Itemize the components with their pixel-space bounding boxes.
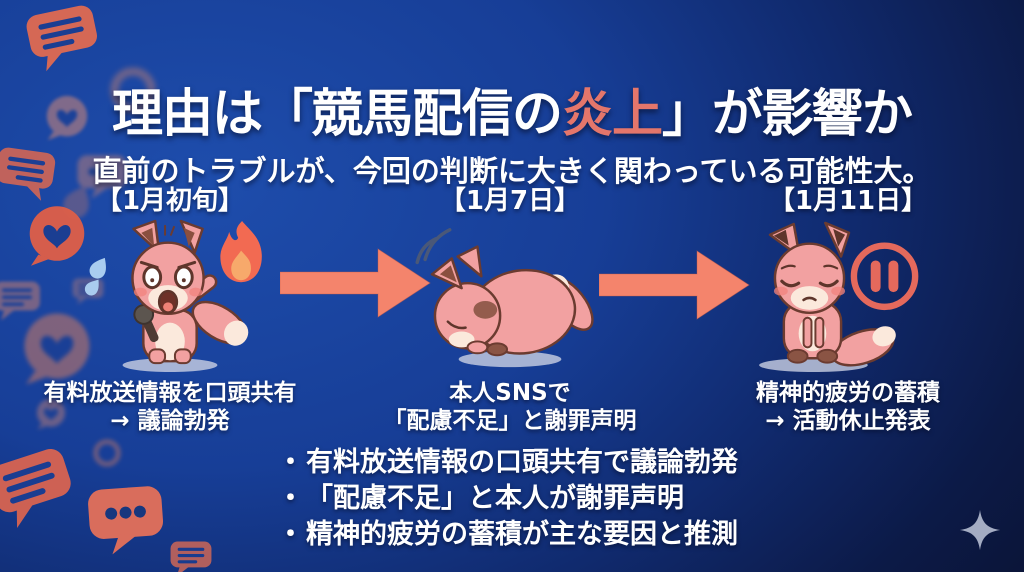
- summary-bullets: ・有料放送情報の口頭共有で議論勃発 ・「配慮不足」と本人が謝罪声明 ・精神的疲労…: [277, 445, 738, 553]
- subtitle: 直前のトラブルが、今回の判断に大きく関わっている可能性大。: [92, 154, 932, 188]
- bullet-marker: ・: [277, 483, 304, 514]
- timeline-step-2: 【1月7日】: [375, 180, 645, 435]
- title-suffix: 」が影響か: [662, 85, 913, 145]
- bullet-text: 精神的疲労の蓄積が主な要因と推測: [306, 519, 738, 550]
- sad-fox-graphic: [759, 221, 919, 373]
- bullet-item: ・精神的疲労の蓄積が主な要因と推測: [277, 517, 738, 553]
- sparkle-icon: [959, 509, 1001, 551]
- bullet-item: ・「配慮不足」と本人が謝罪声明: [277, 481, 738, 517]
- timeline-step-3: 【1月11日】: [713, 180, 983, 435]
- shocked-fox-with-mic-graphic: [84, 219, 262, 373]
- bullet-item: ・有料放送情報の口頭共有で議論勃発: [277, 445, 738, 481]
- speech-bubble-ring-icon: [90, 436, 124, 470]
- caption-line: → 活動休止発表: [765, 408, 931, 435]
- fox-sad-illustration: [713, 219, 983, 375]
- arrow-right-icon: [599, 250, 750, 320]
- caption-line: 有料放送情報を口頭共有: [43, 380, 297, 406]
- motion-lines-icon: [415, 228, 452, 265]
- fox-bowing-illustration: [375, 219, 645, 375]
- timeline-caption-2: 本人SNSで 「配慮不足」と謝罪声明: [375, 379, 645, 435]
- timeline-date-1: 【1月初旬】: [95, 186, 245, 216]
- fire-icon: [220, 220, 262, 283]
- pause-icon: [850, 242, 919, 311]
- title-highlight: 炎上: [561, 85, 663, 145]
- speech-bubble-lines-icon: [20, 0, 106, 77]
- bullet-text: 有料放送情報の口頭共有で議論勃発: [306, 447, 738, 478]
- bullet-text: 「配慮不足」と本人が謝罪声明: [306, 483, 684, 514]
- arrow-right-icon: [280, 248, 431, 318]
- caption-line: → 議論勃発: [110, 408, 230, 435]
- timeline-caption-1: 有料放送情報を口頭共有 → 議論勃発: [35, 379, 305, 435]
- caption-line: 本人SNSで: [449, 380, 571, 406]
- caption-line: 精神的疲労の蓄積: [756, 380, 940, 406]
- sweat-drops-icon: [84, 257, 106, 296]
- fox-shocked-illustration: [35, 219, 305, 375]
- timeline-caption-3: 精神的疲労の蓄積 → 活動休止発表: [713, 379, 983, 435]
- timeline-step-1: 【1月初旬】: [35, 180, 305, 435]
- speech-bubble-lines-icon: [0, 433, 85, 541]
- timeline-date-2: 【1月7日】: [439, 186, 581, 216]
- caption-line: 「配慮不足」と謝罪声明: [383, 408, 637, 435]
- title-prefix: 理由は「競馬配信の: [111, 85, 563, 145]
- timeline-date-3: 【1月11日】: [768, 186, 928, 216]
- speech-bubble-lines-icon: [166, 538, 216, 572]
- speech-bubble-dots-icon: [83, 473, 169, 564]
- bullet-marker: ・: [277, 519, 304, 550]
- page-title: 理由は「競馬配信の炎上」が影響か: [0, 72, 1024, 146]
- bullet-marker: ・: [277, 447, 304, 478]
- bowing-fox-graphic: [415, 228, 594, 368]
